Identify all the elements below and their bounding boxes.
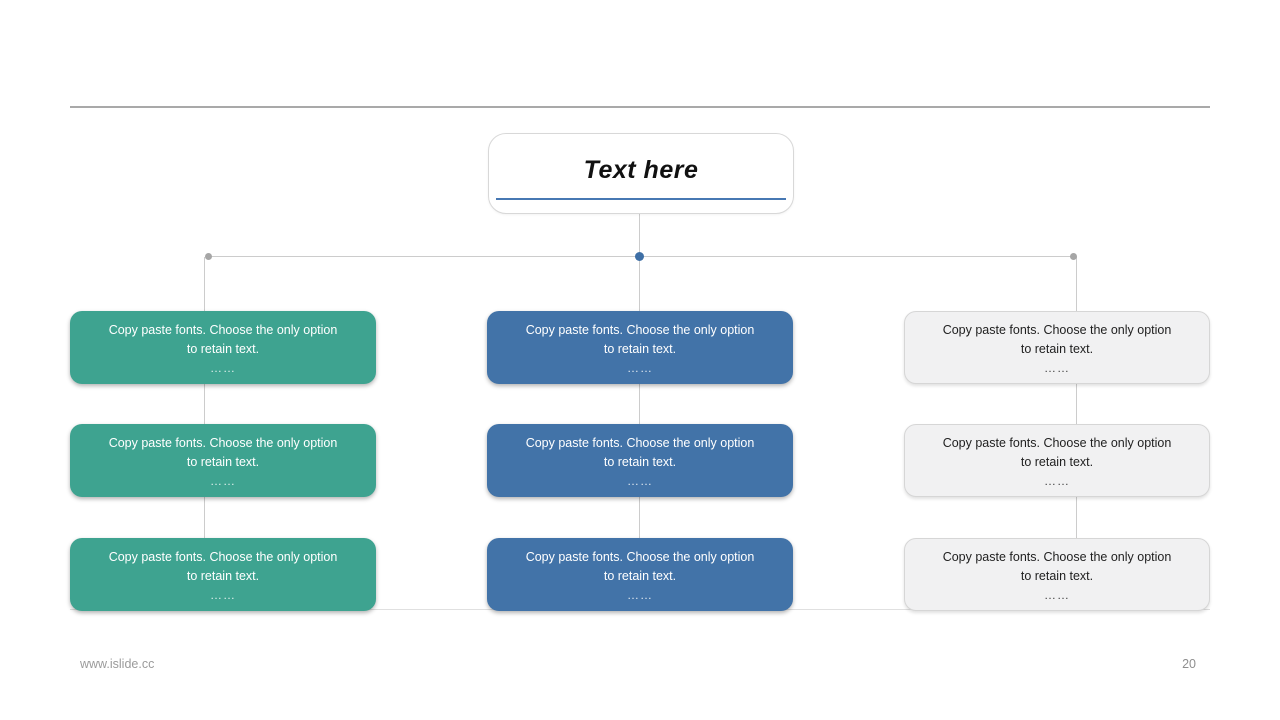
text-box-gray-1: Copy paste fonts. Choose the only option…	[904, 311, 1210, 384]
text-box-gray-3: Copy paste fonts. Choose the only option…	[904, 538, 1210, 611]
text-box-green-3: Copy paste fonts. Choose the only option…	[70, 538, 376, 611]
footer-website: www.islide.cc	[80, 657, 155, 671]
connector-node-right	[1070, 253, 1077, 260]
box-line-2: to retain text.	[1020, 455, 1094, 469]
box-line-1: Copy paste fonts. Choose the only option	[108, 322, 338, 337]
box-ellipsis: ……	[627, 587, 653, 602]
title-underline	[496, 197, 786, 200]
box-line-1: Copy paste fonts. Choose the only option	[942, 549, 1172, 564]
box-line-1: Copy paste fonts. Choose the only option	[942, 435, 1172, 450]
box-line-1: Copy paste fonts. Choose the only option	[525, 549, 755, 564]
box-line-1: Copy paste fonts. Choose the only option	[942, 322, 1172, 337]
text-box-gray-2: Copy paste fonts. Choose the only option…	[904, 424, 1210, 497]
box-line-1: Copy paste fonts. Choose the only option	[108, 435, 338, 450]
slide-title: Text here	[583, 156, 699, 184]
box-line-2: to retain text.	[603, 569, 677, 583]
box-line-2: to retain text.	[1020, 342, 1094, 356]
box-line-2: to retain text.	[186, 455, 260, 469]
box-ellipsis: ……	[627, 360, 653, 375]
box-ellipsis: ……	[627, 473, 653, 488]
text-box-green-1: Copy paste fonts. Choose the only option…	[70, 311, 376, 384]
box-line-2: to retain text.	[603, 342, 677, 356]
connector-node-center	[635, 252, 644, 261]
box-ellipsis: ……	[1044, 473, 1070, 488]
connector-stem	[639, 212, 640, 257]
box-ellipsis: ……	[1044, 587, 1070, 602]
box-line-1: Copy paste fonts. Choose the only option	[525, 322, 755, 337]
text-box-blue-2: Copy paste fonts. Choose the only option…	[487, 424, 793, 497]
title-shape: Text here	[488, 133, 794, 214]
box-line-2: to retain text.	[1020, 569, 1094, 583]
box-line-1: Copy paste fonts. Choose the only option	[525, 435, 755, 450]
text-box-blue-1: Copy paste fonts. Choose the only option…	[487, 311, 793, 384]
connector-node-left	[205, 253, 212, 260]
top-divider-line	[70, 106, 1210, 108]
box-line-2: to retain text.	[186, 342, 260, 356]
box-ellipsis: ……	[210, 587, 236, 602]
box-line-2: to retain text.	[603, 455, 677, 469]
box-ellipsis: ……	[210, 473, 236, 488]
box-ellipsis: ……	[210, 360, 236, 375]
footer-page-number: 20	[1182, 657, 1196, 671]
box-line-2: to retain text.	[186, 569, 260, 583]
box-ellipsis: ……	[1044, 360, 1070, 375]
text-box-green-2: Copy paste fonts. Choose the only option…	[70, 424, 376, 497]
text-box-blue-3: Copy paste fonts. Choose the only option…	[487, 538, 793, 611]
box-line-1: Copy paste fonts. Choose the only option	[108, 549, 338, 564]
